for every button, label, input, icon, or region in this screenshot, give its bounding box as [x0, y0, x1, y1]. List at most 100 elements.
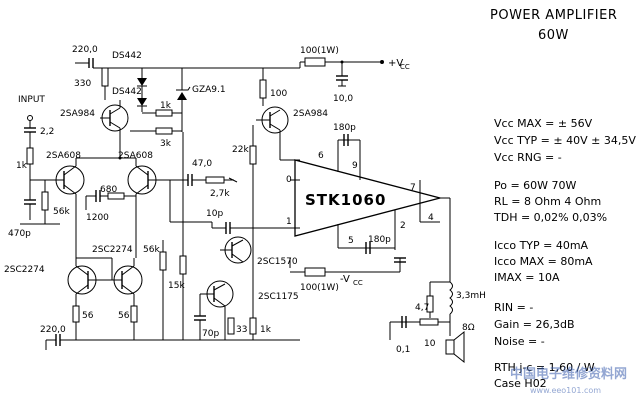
- resistor-56k-input: [41, 191, 49, 211]
- spec-vcc-rng: Vcc RNG = -: [494, 151, 562, 164]
- resistor-15k: [179, 255, 187, 275]
- r-1k-label: 1k: [160, 101, 172, 111]
- r-56k-mid-label: 56k: [143, 245, 160, 255]
- c-in-label: 2,2: [40, 127, 54, 137]
- stk1060-chip: [280, 139, 443, 250]
- r-56-left-label: 56: [82, 311, 94, 321]
- r-22k-label: 22k: [232, 145, 249, 155]
- title-line-2: 60W: [538, 28, 569, 43]
- vcc-neg-sub: CC: [353, 279, 363, 287]
- d-ds442-top-label: DS442: [112, 51, 142, 61]
- r-56k-input-label: 56k: [53, 207, 70, 217]
- pin-4: 4: [428, 213, 434, 223]
- c-70p-label: 70p: [202, 329, 219, 339]
- transistor-2sc2274-left: [67, 258, 112, 306]
- spec-icco-typ: Icco TYP = 40mA: [494, 239, 589, 252]
- spec-icco-max: Icco MAX = 80mA: [494, 255, 593, 268]
- c-10-label: 10,0: [333, 94, 353, 104]
- cap-220-top: [75, 58, 94, 68]
- inductor-3-3mh: [449, 281, 453, 336]
- positive-rail: [93, 57, 384, 87]
- pin-1: 1: [286, 217, 292, 227]
- resistor-33: [227, 317, 235, 335]
- resistor-1k-bottom: [249, 317, 257, 335]
- r-100-label: 100: [270, 89, 287, 99]
- chip-label: STK1060: [305, 191, 386, 209]
- spec-rin: RIN = -: [494, 301, 533, 314]
- r-680-label: 680: [100, 185, 117, 195]
- transistor-2sc1570: [220, 236, 252, 264]
- r-1k-bottom-label: 1k: [260, 325, 272, 335]
- pin-7: 7: [410, 183, 416, 193]
- spec-noise: Noise = -: [494, 335, 545, 348]
- r-in-label: 1k: [16, 161, 28, 171]
- q-2sa608-left-label: 2SA608: [46, 151, 81, 161]
- watermark: 中国电子维修资料网 www.eeo101.com: [510, 366, 627, 395]
- c-10p-label: 10p: [206, 209, 223, 219]
- c-0-1-label: 0,1: [396, 345, 410, 355]
- r-8ohm-label: 8Ω: [462, 323, 475, 333]
- pin-6: 6: [318, 151, 324, 161]
- transistor-2sa608-right: [127, 158, 170, 258]
- resistor-3k: [155, 127, 173, 135]
- resistor-56k-mid: [159, 251, 167, 271]
- vcc-pos-sub: CC: [400, 63, 410, 71]
- resistor-22k: [249, 145, 257, 165]
- resistor-1k-input: [26, 147, 34, 165]
- input-label: INPUT: [18, 95, 45, 105]
- watermark-text: 中国电子维修资料网: [510, 366, 627, 382]
- transistor-2sc1175: [200, 280, 234, 340]
- spec-po: Po = 60W 70W: [494, 179, 577, 192]
- resistor-56-left: [72, 305, 80, 323]
- zener-gza91: [176, 68, 191, 132]
- c-1200-label: 1200: [86, 213, 109, 223]
- pin-5: 5: [348, 236, 354, 246]
- spec-rl: RL = 8 Ohm 4 Ohm: [494, 195, 601, 208]
- resistor-100w-bottom: [304, 267, 326, 277]
- r-56-right-label: 56: [118, 311, 130, 321]
- r-33-label: 33: [236, 325, 247, 335]
- q-2sc2274-right-label: 2SC2274: [92, 245, 133, 255]
- spec-case: Case H02: [494, 377, 547, 390]
- c-47-label: 47,0: [192, 159, 212, 169]
- title-line-1: POWER AMPLIFIER: [490, 8, 617, 23]
- c-220-top-label: 220,0: [72, 45, 98, 55]
- spec-vcc-max: Vcc MAX = ± 56V: [494, 117, 593, 130]
- c-180p-top-label: 180p: [333, 123, 356, 133]
- q-2sc2274-left-label: 2SC2274: [4, 265, 45, 275]
- transistor-2sc2274-right: [112, 258, 143, 306]
- q-2sc1175-label: 2SC1175: [258, 292, 299, 302]
- transistor-2sa984-left: [100, 100, 129, 158]
- r-330-label: 330: [74, 79, 91, 89]
- z-gza91-label: GZA9.1: [192, 85, 226, 95]
- l-3-3mh-label: 3,3mH: [456, 291, 486, 301]
- resistor-100: [259, 79, 267, 99]
- c-470p-label: 470p: [8, 229, 31, 239]
- transistor-2sa608-left: [55, 158, 85, 258]
- r-15k-label: 15k: [168, 281, 185, 291]
- r-3k-label: 3k: [160, 139, 172, 149]
- spec-gain: Gain = 26,3dB: [494, 318, 575, 331]
- q-2sa984-right-label: 2SA984: [293, 109, 328, 119]
- transistor-2sa984-right: [256, 106, 289, 160]
- r-100w-top-label: 100(1W): [300, 46, 339, 56]
- diode-ds442-top: [137, 68, 147, 112]
- spec-imax: IMAX = 10A: [494, 271, 560, 284]
- resistor-2-7k: [205, 176, 225, 184]
- spec-tdh: TDH = 0,02% 0,03%: [493, 211, 607, 224]
- c-220-bot-label: 220,0: [40, 325, 66, 335]
- spec-rth: RTH j-c = 1,60 / W: [494, 361, 595, 374]
- spec-vcc-typ: Vcc TYP = ± 40V ± 34,5V: [494, 134, 636, 147]
- q-2sa984-left-label: 2SA984: [60, 109, 95, 119]
- input-terminal: [27, 115, 33, 121]
- r-4-7-label: 4,7: [415, 303, 429, 313]
- r-100w-bottom-label: 100(1W): [300, 283, 339, 293]
- vcc-pos-label: +V: [388, 58, 403, 69]
- resistor-330: [101, 67, 109, 87]
- speaker-8ohm: [445, 330, 465, 364]
- r-10-label: 10: [424, 339, 436, 349]
- pin-2: 2: [400, 221, 406, 231]
- resistor-10: [419, 318, 439, 326]
- d-ds442-mid-label: DS442: [112, 87, 142, 97]
